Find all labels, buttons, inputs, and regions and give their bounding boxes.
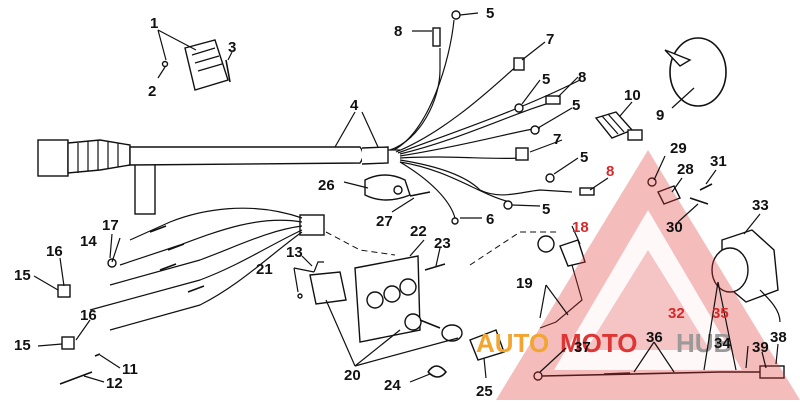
label-26: 26 [318, 177, 335, 194]
connector-7a [513, 57, 525, 71]
cable-clamp-26 [364, 174, 411, 201]
label-5b: 5 [542, 71, 550, 88]
label-11: 11 [122, 361, 138, 378]
ring-terminal-5c [530, 125, 540, 135]
rivet-2 [161, 60, 169, 68]
label-19: 19 [516, 275, 533, 292]
watermark-text-hub: HUB [676, 328, 732, 358]
switch-boot-25 [469, 329, 505, 361]
label-5a: 5 [486, 5, 494, 22]
label-6: 6 [486, 211, 494, 228]
label-20: 20 [344, 367, 361, 384]
wire-terminals [432, 10, 595, 225]
label-5c: 5 [572, 97, 580, 114]
clip-24 [427, 365, 448, 378]
label-7b: 7 [553, 131, 561, 148]
switch-panel-22 [354, 255, 421, 343]
sleeve-11 [94, 353, 101, 357]
decal-plate [161, 39, 231, 91]
ring-terminal-5b [514, 103, 524, 113]
label-14: 14 [80, 233, 97, 250]
label-8b: 8 [578, 69, 586, 86]
bullet-connector-8c [579, 187, 595, 196]
part-labels: 1 2 3 4 5 5 5 5 5 6 7 7 8 8 8 9 10 11 12… [14, 5, 787, 400]
label-30: 30 [666, 219, 683, 236]
label-39: 39 [752, 339, 769, 356]
label-31: 31 [710, 153, 727, 170]
label-21: 21 [256, 261, 273, 278]
bullet-connector-8b [545, 95, 561, 105]
label-25: 25 [476, 383, 493, 400]
bracket-28 [657, 185, 681, 205]
connector-7b [515, 147, 529, 161]
label-5e: 5 [542, 201, 550, 218]
plug-connector [299, 214, 325, 236]
ring-terminal-5e [503, 200, 513, 210]
label-35: 35 [712, 305, 729, 322]
label-15b: 15 [14, 337, 31, 354]
screw-3 [225, 59, 231, 83]
dash-line-1 [325, 231, 396, 256]
bullet-connector-8a [432, 27, 441, 47]
screw-23 [424, 263, 446, 271]
label-33: 33 [752, 197, 769, 214]
label-36: 36 [646, 329, 663, 346]
leader-lines [33, 12, 779, 383]
label-16b: 16 [80, 307, 97, 324]
screw-27 [409, 191, 431, 197]
label-23: 23 [434, 235, 451, 252]
label-8a: 8 [394, 23, 402, 40]
label-12: 12 [106, 375, 123, 392]
plug-38 [759, 365, 785, 379]
watermark-text-auto: AUTO [476, 328, 549, 358]
cable-strap-9 [664, 37, 727, 107]
tube-12 [59, 371, 93, 385]
key-20 [404, 313, 463, 342]
label-24: 24 [384, 377, 401, 394]
sub-harness-left [57, 207, 325, 385]
label-32: 32 [668, 305, 685, 322]
harness-wires [389, 19, 581, 219]
key-switch-21 [297, 261, 347, 305]
stop-switch-18 [537, 235, 586, 329]
label-4: 4 [350, 97, 359, 114]
label-8c: 8 [606, 163, 614, 180]
label-27: 27 [376, 213, 393, 230]
label-2: 2 [148, 83, 156, 100]
extension-wire [533, 365, 785, 381]
label-7a: 7 [546, 31, 554, 48]
label-3: 3 [228, 39, 236, 56]
watermark-logo [496, 150, 800, 400]
connector-plug-10 [594, 111, 643, 141]
label-16a: 16 [46, 243, 63, 260]
label-17: 17 [102, 217, 119, 234]
ring-terminal-5d [545, 173, 555, 183]
terminal-15a [57, 284, 71, 298]
screw-31 [699, 183, 713, 191]
label-5d: 5 [580, 149, 588, 166]
relay-33 [711, 229, 781, 323]
label-9: 9 [656, 107, 664, 124]
label-34: 34 [714, 335, 731, 352]
label-28: 28 [677, 161, 694, 178]
terminal-15b [61, 336, 75, 350]
label-37: 37 [574, 339, 591, 356]
label-29: 29 [670, 140, 687, 157]
label-13: 13 [286, 244, 303, 261]
label-15a: 15 [14, 267, 31, 284]
wire-end-6 [451, 217, 459, 225]
label-22: 22 [410, 223, 427, 240]
label-1: 1 [150, 15, 158, 32]
main-harness-cable [37, 139, 400, 215]
ring-terminal-5a [451, 10, 461, 20]
screw-30 [689, 197, 709, 205]
label-18: 18 [572, 219, 589, 236]
label-38: 38 [770, 329, 787, 346]
label-10: 10 [624, 87, 641, 104]
watermark-text-moto: MOTO [560, 328, 638, 358]
